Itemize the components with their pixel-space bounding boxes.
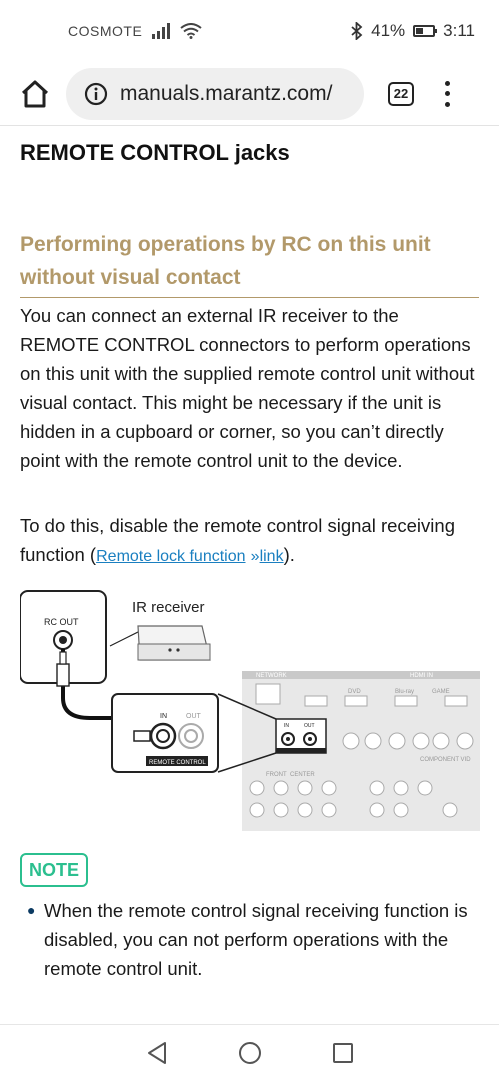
double-chevron-icon: » bbox=[250, 548, 260, 565]
body-paragraph: You can connect an external IR receiver … bbox=[20, 305, 475, 471]
hdmi-in-label: HDMI IN bbox=[410, 673, 433, 679]
clock: 3:11 bbox=[443, 21, 475, 40]
system-navigation-bar bbox=[0, 1024, 499, 1080]
note-badge: NOTE bbox=[20, 853, 88, 887]
status-bar: COSMOTE 41% 3:11 bbox=[0, 0, 499, 62]
recents-button[interactable] bbox=[328, 1038, 358, 1068]
remote-lock-function-link[interactable]: Remote lock function bbox=[96, 548, 246, 565]
out-label: OUT bbox=[186, 713, 202, 720]
carrier-name: COSMOTE bbox=[68, 23, 143, 39]
dvd-label: DVD bbox=[348, 689, 361, 695]
recents-square-icon bbox=[332, 1042, 353, 1063]
address-bar[interactable]: manuals.marantz.com/ bbox=[66, 67, 364, 120]
battery-icon bbox=[413, 25, 438, 37]
paragraph-text-end: ). bbox=[283, 544, 295, 565]
network-label: NETWORK bbox=[256, 673, 287, 679]
bluray-label: Blu-ray bbox=[395, 689, 414, 695]
rc-out-label: RC OUT bbox=[44, 617, 79, 627]
game-label: GAME bbox=[432, 689, 450, 695]
remote-control-label: REMOTE CONTROL bbox=[149, 760, 206, 766]
paragraph-text: To do this, disable the remote control s… bbox=[20, 515, 455, 565]
home-nav-button[interactable] bbox=[235, 1038, 265, 1068]
browser-toolbar: manuals.marantz.com/ 22 bbox=[0, 62, 499, 126]
battery-fill bbox=[416, 28, 423, 34]
section-heading: Performing operations by RC on this unit… bbox=[20, 228, 479, 298]
connection-diagram: RC OUT IR receiver NETWORK HDMI IN DVD B… bbox=[20, 590, 480, 831]
menu-dot bbox=[444, 80, 450, 86]
body-paragraph-link: To do this, disable the remote control s… bbox=[20, 511, 480, 571]
home-icon bbox=[21, 80, 49, 107]
note-list-item: ● When the remote control signal receivi… bbox=[20, 896, 480, 983]
info-icon[interactable] bbox=[84, 82, 108, 106]
status-right: 41% 3:11 bbox=[351, 21, 475, 41]
in-label: IN bbox=[160, 713, 167, 720]
url-text: manuals.marantz.com/ bbox=[120, 81, 333, 105]
page-title: REMOTE CONTROL jacks bbox=[20, 140, 290, 165]
note-text: When the remote control signal receiving… bbox=[44, 900, 468, 979]
bluetooth-icon bbox=[351, 22, 363, 40]
front-label: FRONT bbox=[266, 772, 287, 778]
panel-in-label: IN bbox=[284, 723, 289, 729]
tab-switcher-button[interactable]: 22 bbox=[388, 81, 414, 106]
center-label: CENTER bbox=[290, 772, 315, 778]
component-label: COMPONENT VID bbox=[420, 757, 471, 763]
back-button[interactable] bbox=[142, 1038, 172, 1068]
menu-dot bbox=[444, 101, 450, 107]
overflow-menu-button[interactable] bbox=[442, 80, 452, 107]
home-circle-icon bbox=[238, 1041, 261, 1064]
back-triangle-icon bbox=[147, 1041, 166, 1064]
battery-percent: 41% bbox=[371, 21, 406, 40]
signal-icon bbox=[152, 23, 171, 39]
link-link[interactable]: link bbox=[259, 548, 284, 565]
ir-receiver-label: IR receiver bbox=[132, 599, 205, 616]
panel-out-label: OUT bbox=[304, 723, 315, 729]
status-left: COSMOTE bbox=[68, 23, 202, 39]
menu-dot bbox=[444, 91, 450, 96]
bullet-icon: ● bbox=[27, 902, 36, 918]
wifi-icon bbox=[180, 23, 202, 39]
home-button[interactable] bbox=[14, 73, 56, 115]
